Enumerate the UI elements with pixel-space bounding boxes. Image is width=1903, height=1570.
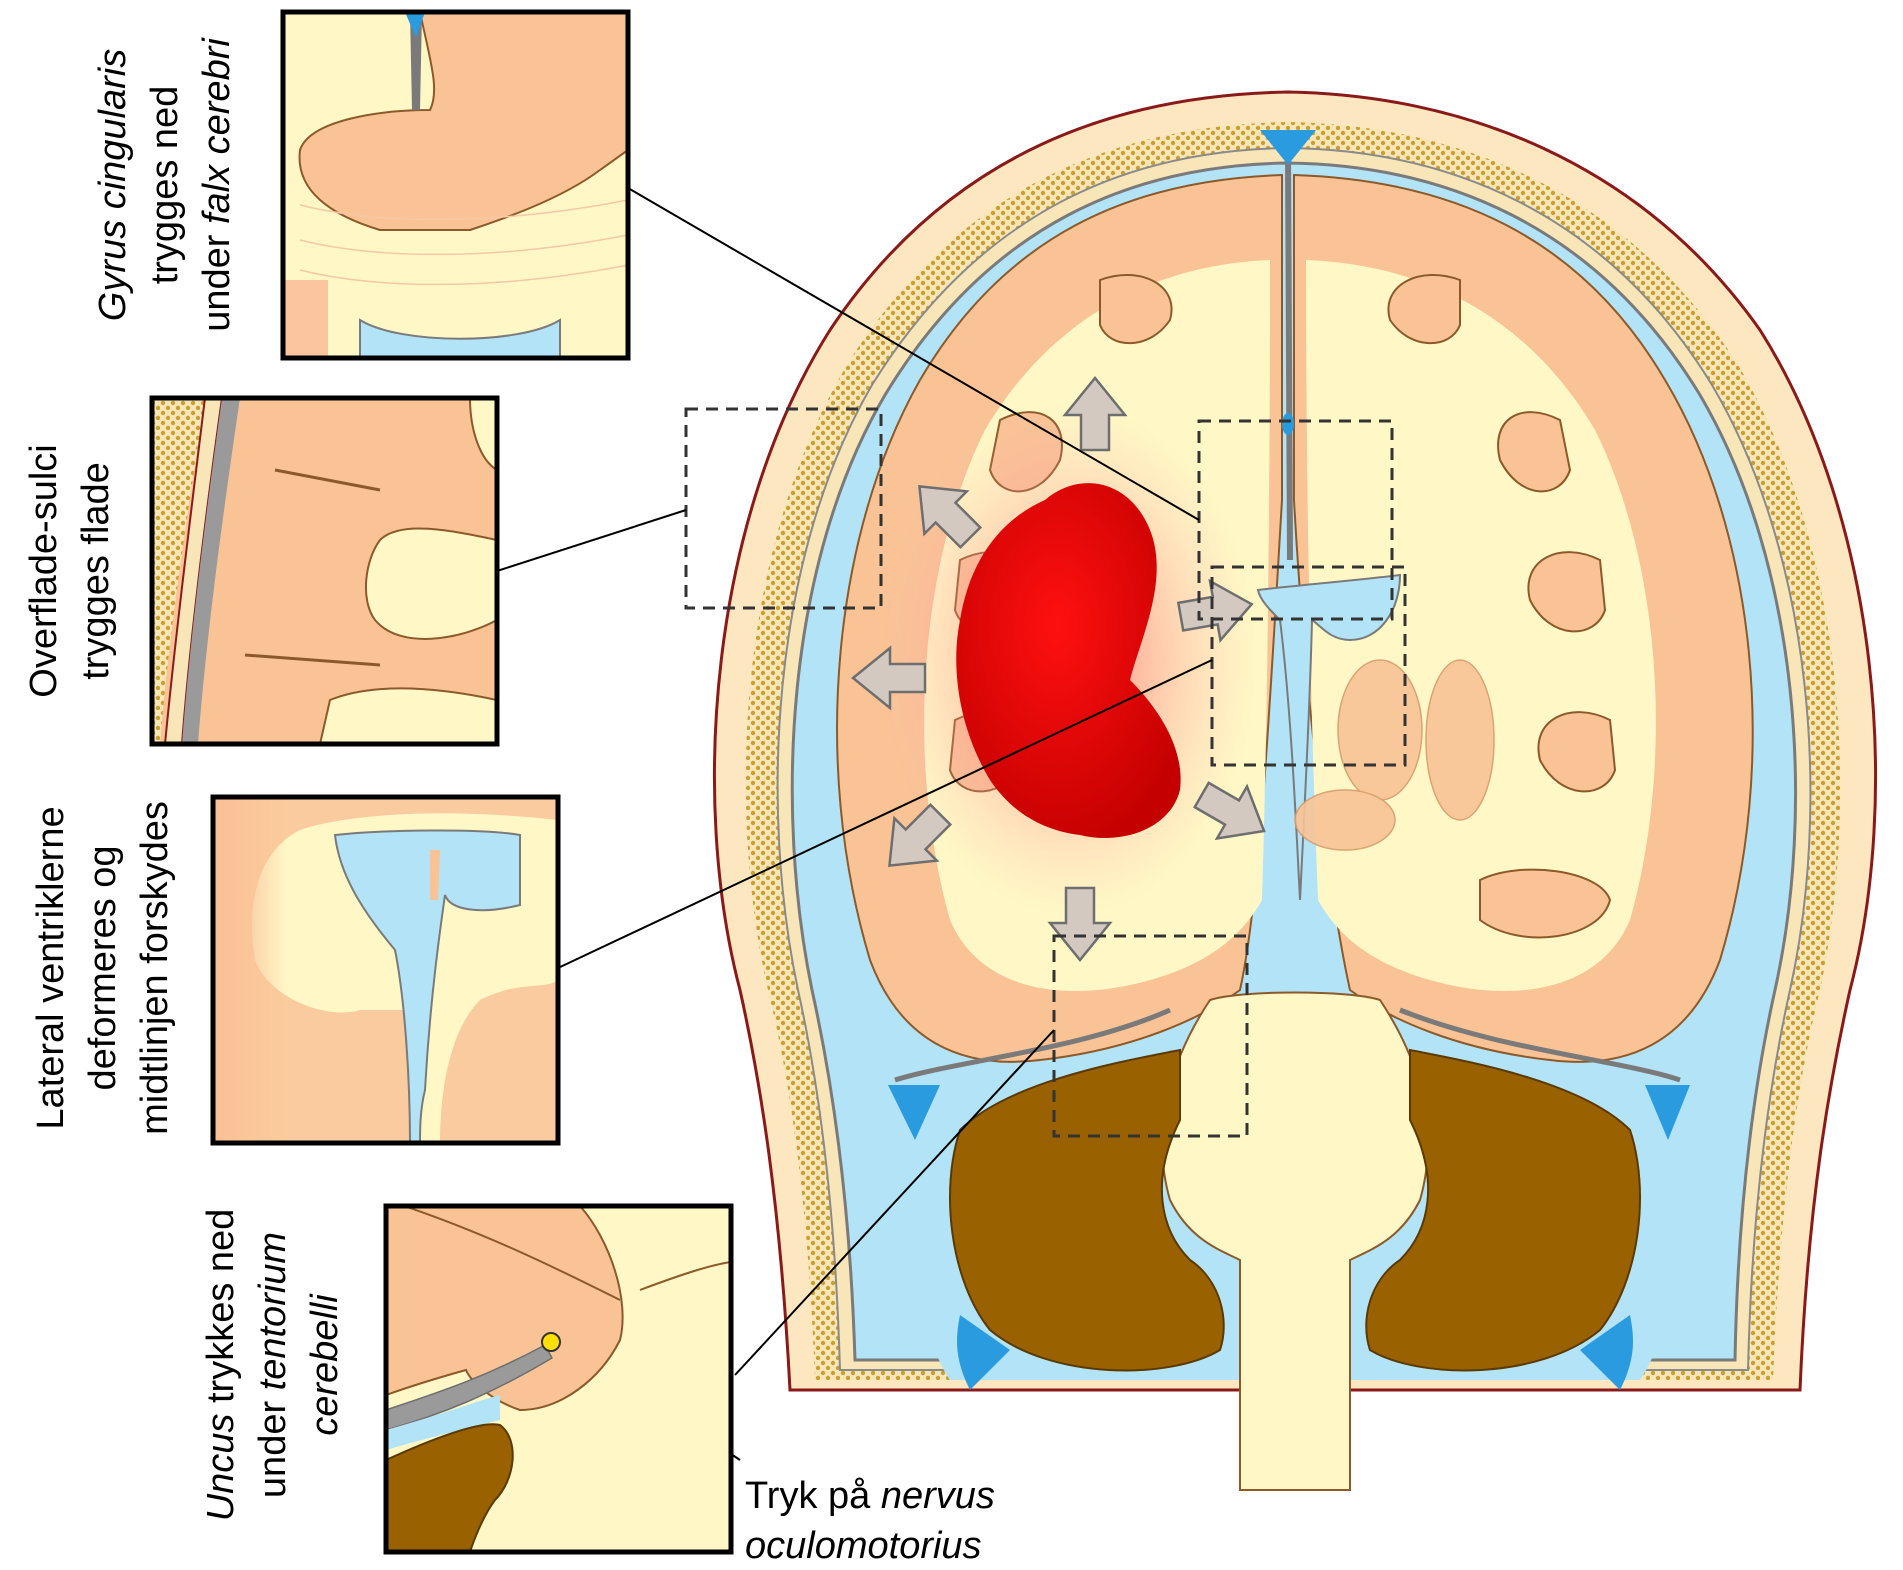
inset-cingulate — [283, 12, 628, 358]
label-uncus-line3: cerebelli — [304, 1293, 346, 1436]
label-sulci-line1: Overflade-sulci — [23, 444, 65, 697]
inferior-sagittal-sinus — [1282, 413, 1294, 435]
label-ventricles-line1: Lateral ventriklerne — [30, 806, 72, 1129]
label-nerve: Tryk på nervus oculomotorius — [745, 1475, 995, 1567]
falx-cerebri — [1288, 150, 1290, 560]
label-sulci: Overflade-sulci trygges flade — [23, 444, 117, 697]
label-ventricles-line2: deformeres og — [82, 845, 124, 1090]
inset-ventricles — [213, 797, 558, 1143]
inset-sulci — [152, 398, 497, 744]
oculomotor-nerve-icon — [542, 1333, 560, 1351]
label-nerve-line1: Tryk på nervus — [745, 1475, 995, 1517]
label-cingulate: Gyrus cingularis trygges ned under falx … — [92, 37, 238, 332]
label-sulci-line2: trygges flade — [75, 462, 117, 680]
label-cingulate-line1: Gyrus cingularis — [92, 49, 134, 321]
label-cingulate-line2: trygges ned — [144, 86, 186, 285]
label-nerve-line2: oculomotorius — [745, 1525, 982, 1567]
head-section — [714, 92, 1875, 1490]
label-uncus-line2: under tentorium — [252, 1232, 294, 1498]
label-uncus: Uncus trykkes ned under tentorium cerebe… — [200, 1209, 346, 1522]
inset-uncus — [386, 1200, 731, 1552]
label-cingulate-line3: under falx cerebri — [196, 37, 238, 332]
label-ventricles: Lateral ventriklerne deformeres og midtl… — [30, 801, 176, 1135]
label-ventricles-line3: midtlinjen forskydes — [134, 801, 176, 1135]
hematoma — [880, 400, 1260, 920]
label-uncus-line1: Uncus trykkes ned — [200, 1209, 242, 1522]
